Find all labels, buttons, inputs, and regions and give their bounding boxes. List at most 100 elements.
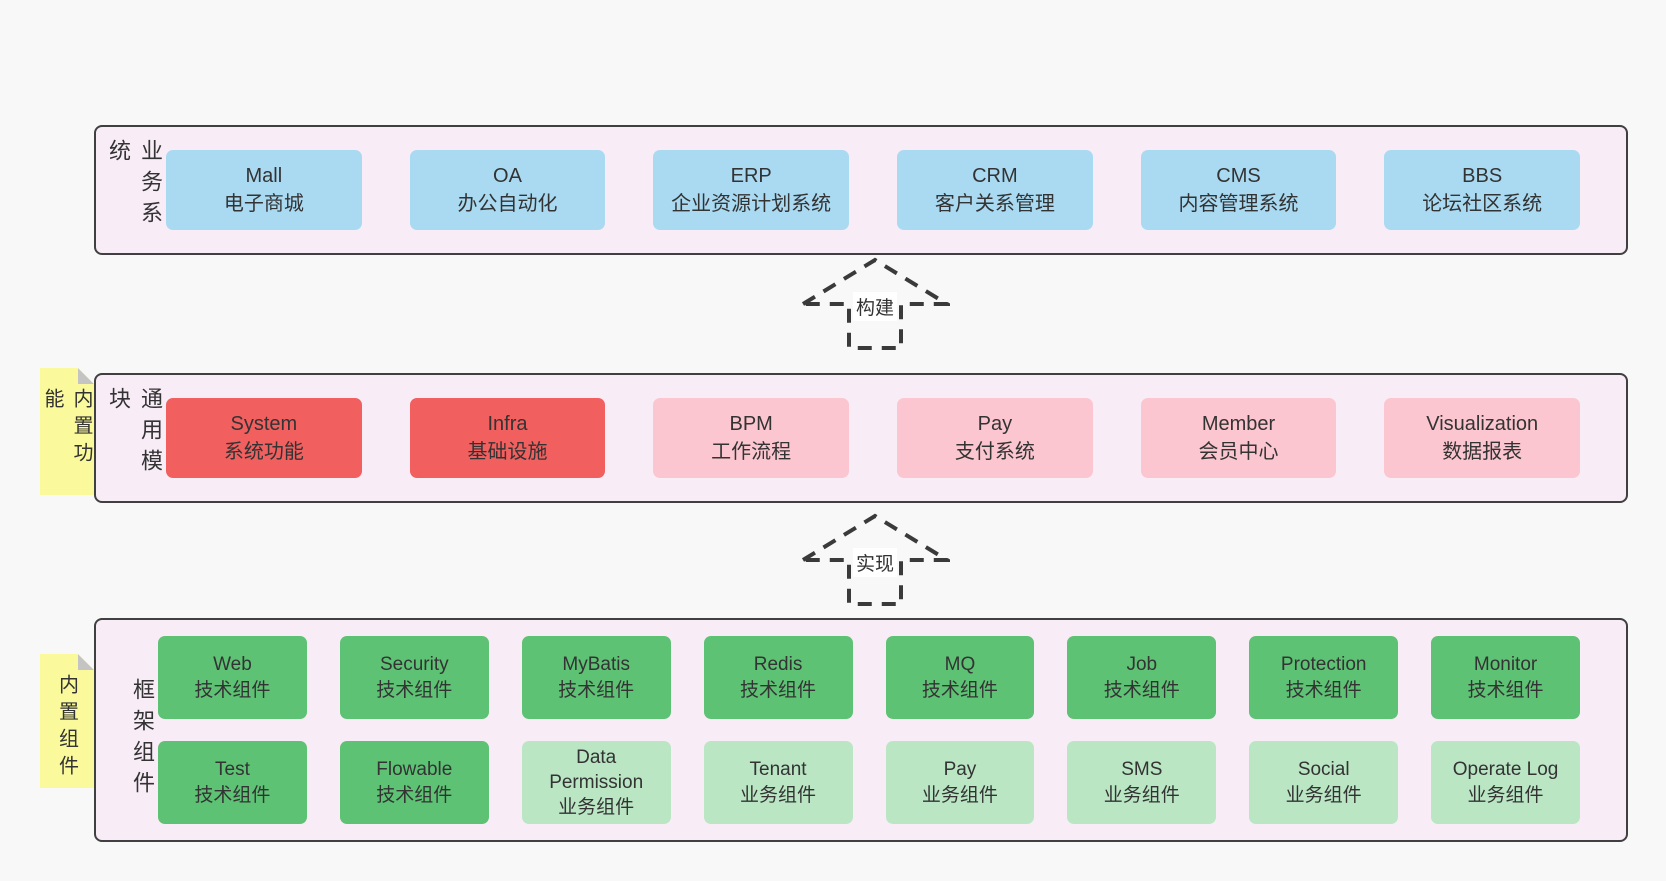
- box-subtitle: 技术组件: [194, 784, 271, 806]
- module-box-job: Job 技术组件: [1067, 636, 1217, 719]
- module-box-flowable: Flowable 技术组件: [339, 741, 489, 824]
- section-label: 框架组件: [130, 678, 155, 802]
- box-subtitle: 内容管理系统: [1178, 193, 1299, 215]
- folded-corner: [78, 368, 94, 384]
- box-title: Member: [1201, 412, 1276, 435]
- module-box-sms: SMS 业务组件: [1067, 741, 1217, 824]
- box-title: Web: [213, 654, 252, 676]
- box-title: Redis: [753, 654, 803, 676]
- box-title: BBS: [1462, 164, 1503, 187]
- box-subtitle: 会员中心: [1198, 441, 1279, 463]
- module-box-member: Member 会员中心: [1140, 398, 1337, 478]
- box-subtitle: 技术组件: [921, 679, 998, 701]
- box-title: Data Permission: [549, 746, 644, 793]
- box-title: BPM: [729, 412, 773, 435]
- box-subtitle: 技术组件: [376, 784, 453, 806]
- box-subtitle: 技术组件: [740, 679, 817, 701]
- box-title: CRM: [972, 164, 1018, 187]
- box-title: Social: [1297, 759, 1350, 781]
- module-box-pay: Pay 支付系统: [897, 398, 1093, 478]
- box-title: Operate Log: [1452, 759, 1559, 781]
- module-box-visualization: Visualization 数据报表: [1384, 398, 1581, 478]
- box-title: ERP: [730, 164, 772, 187]
- box-subtitle: 业务组件: [1103, 784, 1180, 806]
- box-subtitle: 技术组件: [194, 679, 271, 701]
- box-subtitle: 业务组件: [558, 797, 635, 819]
- box-subtitle: 系统功能: [223, 441, 304, 463]
- arrow-label: 构建: [852, 292, 898, 321]
- module-box-erp: ERP 企业资源计划系统: [653, 150, 850, 230]
- module-box-system: System 系统功能: [166, 398, 362, 478]
- box-title: Protection: [1280, 654, 1367, 676]
- module-box-pay: Pay 业务组件: [885, 741, 1035, 824]
- module-box-bpm: BPM 工作流程: [653, 398, 850, 478]
- module-box-web: Web 技术组件: [158, 636, 307, 719]
- box-title: Pay: [943, 759, 977, 781]
- box-title: Test: [215, 759, 250, 781]
- box-title: Monitor: [1473, 654, 1538, 676]
- module-box-protection: Protection 技术组件: [1249, 636, 1399, 719]
- box-subtitle: 技术组件: [558, 679, 635, 701]
- box-title: SMS: [1121, 759, 1163, 781]
- box-subtitle: 业务组件: [921, 784, 998, 806]
- module-box-operate-log: Operate Log 业务组件: [1431, 741, 1580, 824]
- section-label: 业务系统: [106, 139, 163, 232]
- sticky-note-label: 内置组件: [55, 674, 78, 782]
- box-subtitle: 业务组件: [1467, 784, 1544, 806]
- module-box-oa: OA 办公自动化: [409, 150, 606, 230]
- dashed-up-arrow-icon: [800, 513, 950, 606]
- sticky-note-builtin-components: 内置组件: [40, 654, 94, 788]
- box-title: Flowable: [376, 759, 453, 781]
- arrow-label: 实现: [852, 548, 898, 577]
- module-box-security: Security 技术组件: [339, 636, 489, 719]
- box-title: Visualization: [1426, 412, 1539, 435]
- box-title: Job: [1126, 654, 1158, 676]
- box-subtitle: 电子商城: [223, 193, 304, 215]
- section-label: 通用模块: [106, 387, 163, 480]
- box-subtitle: 办公自动化: [457, 193, 558, 215]
- arrow-build: 构建: [800, 256, 950, 352]
- box-subtitle: 技术组件: [1103, 679, 1180, 701]
- section-framework-components: 框架组件 Web 技术组件 Security 技术组件 MyBatis 技术组件 Redis…: [94, 618, 1628, 842]
- box-title: Infra: [487, 412, 528, 435]
- box-title: MQ: [944, 654, 976, 676]
- module-box-data-permission: Data Permission 业务组件: [521, 741, 671, 824]
- box-title: MyBatis: [562, 654, 630, 676]
- module-box-test: Test 技术组件: [158, 741, 307, 824]
- box-subtitle: 工作流程: [711, 441, 792, 463]
- module-box-tenant: Tenant 业务组件: [703, 741, 853, 824]
- box-subtitle: 技术组件: [1285, 679, 1362, 701]
- folded-corner: [78, 654, 94, 670]
- box-subtitle: 业务组件: [740, 784, 817, 806]
- module-box-bbs: BBS 论坛社区系统: [1384, 150, 1581, 230]
- box-subtitle: 业务组件: [1285, 784, 1362, 806]
- arrow-implement: 实现: [800, 512, 950, 608]
- box-title: CMS: [1216, 164, 1261, 187]
- sticky-note-builtin-features: 内置功能: [40, 368, 94, 495]
- box-title: System: [230, 412, 298, 435]
- box-subtitle: 技术组件: [376, 679, 453, 701]
- box-title: Pay: [977, 412, 1013, 435]
- box-title: Security: [379, 654, 449, 676]
- box-subtitle: 企业资源计划系统: [671, 193, 832, 215]
- module-box-mybatis: MyBatis 技术组件: [521, 636, 671, 719]
- box-subtitle: 数据报表: [1442, 441, 1523, 463]
- box-title: OA: [493, 164, 522, 187]
- box-title: Tenant: [749, 759, 807, 781]
- box-subtitle: 论坛社区系统: [1422, 193, 1543, 215]
- dashed-up-arrow-icon: [800, 257, 950, 350]
- box-subtitle: 支付系统: [954, 441, 1035, 463]
